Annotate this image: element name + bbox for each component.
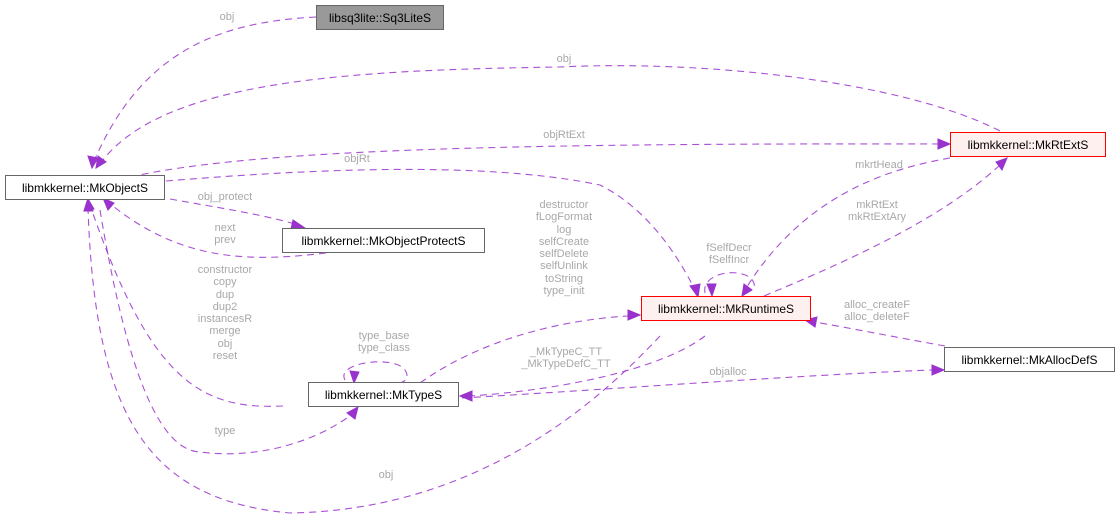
edge-label: objRt [344,153,370,165]
edge-label: type [214,425,236,437]
edge-label: destructor fLogFormat log selfCreate sel… [535,199,593,298]
edge-label: objRtExt [543,129,585,141]
arrowhead [931,364,946,376]
edge-mkobject-to-mkobjprotect [169,198,296,225]
edge-sq3lite-to-mkobject [91,16,317,167]
edge-mkruntime-to-mktype [469,335,706,397]
edge-label: constructor copy dup dup2 instancesR mer… [197,264,253,363]
node-mktype[interactable]: libmkkernel::MkTypeS [308,382,459,407]
edge-mkobject-to-mkruntime [165,168,696,291]
edge-label: mkRtExt mkRtExtAry [847,199,907,224]
edge-mkobjprotect-to-mkobject [107,201,327,258]
arrowhead [83,196,94,212]
edge-label: fSelfDecr fSelfIncr [706,242,752,267]
edge-label: mkrtHead [855,159,903,171]
node-mkruntime[interactable]: libmkkernel::MkRuntimeS [641,296,811,321]
edge-mkrtext-to-mkruntime [744,157,951,291]
edge-mkruntime-to-mkrtext [763,164,1001,297]
edge-label: obj [219,11,235,23]
edge-mktype-to-mkruntime [419,315,629,384]
arrowhead [706,283,717,298]
arrowhead [87,155,99,170]
edge-mkruntime-self [704,272,755,294]
edge-label: obj [556,53,572,65]
arrowhead [627,309,642,321]
node-mkrtext[interactable]: libmkkernel::MkRtExtS [950,132,1106,157]
node-sq3lite[interactable]: libsq3lite::Sq3LiteS [316,5,444,30]
edge-label: obj_protect [197,191,253,203]
edge-mkrtext-to-mkobject [99,65,1001,165]
arrowhead [95,155,107,169]
arrowhead [349,370,360,385]
edge-mkobject-to-mkrtext [129,143,939,178]
edge-label: _MkTypeC_TT _MkTypeDefC_TT [521,346,611,371]
arrowhead [102,197,115,211]
edge-mkallocdef-to-mkruntime [814,321,946,347]
node-mkobjprotect[interactable]: libmkkernel::MkObjectProtectS [282,228,485,253]
edge-mktype-to-mkallocdef [461,369,933,399]
edge-label: objalloc [709,366,747,378]
edge-label: type_base type_class [358,330,410,355]
edge-mkruntime-to-mkobject [87,207,661,514]
arrowhead [458,390,473,402]
edge-mktype-to-mkobject [89,204,284,407]
edge-label: alloc_createF alloc_deleteF [843,299,911,324]
node-mkobject[interactable]: libmkkernel::MkObjectS [5,175,165,200]
arrowhead [741,283,753,297]
edge-label: obj [378,469,394,481]
arrowhead [689,283,701,299]
node-mkallocdef[interactable]: libmkkernel::MkAllocDefS [944,347,1115,372]
arrowhead [937,138,952,150]
edge-mktype-self [343,361,408,384]
arrowhead [995,157,1008,171]
edge-label: next prev [214,222,236,247]
edge-mkobject-to-mktype [99,209,356,455]
arrowhead [346,406,359,420]
